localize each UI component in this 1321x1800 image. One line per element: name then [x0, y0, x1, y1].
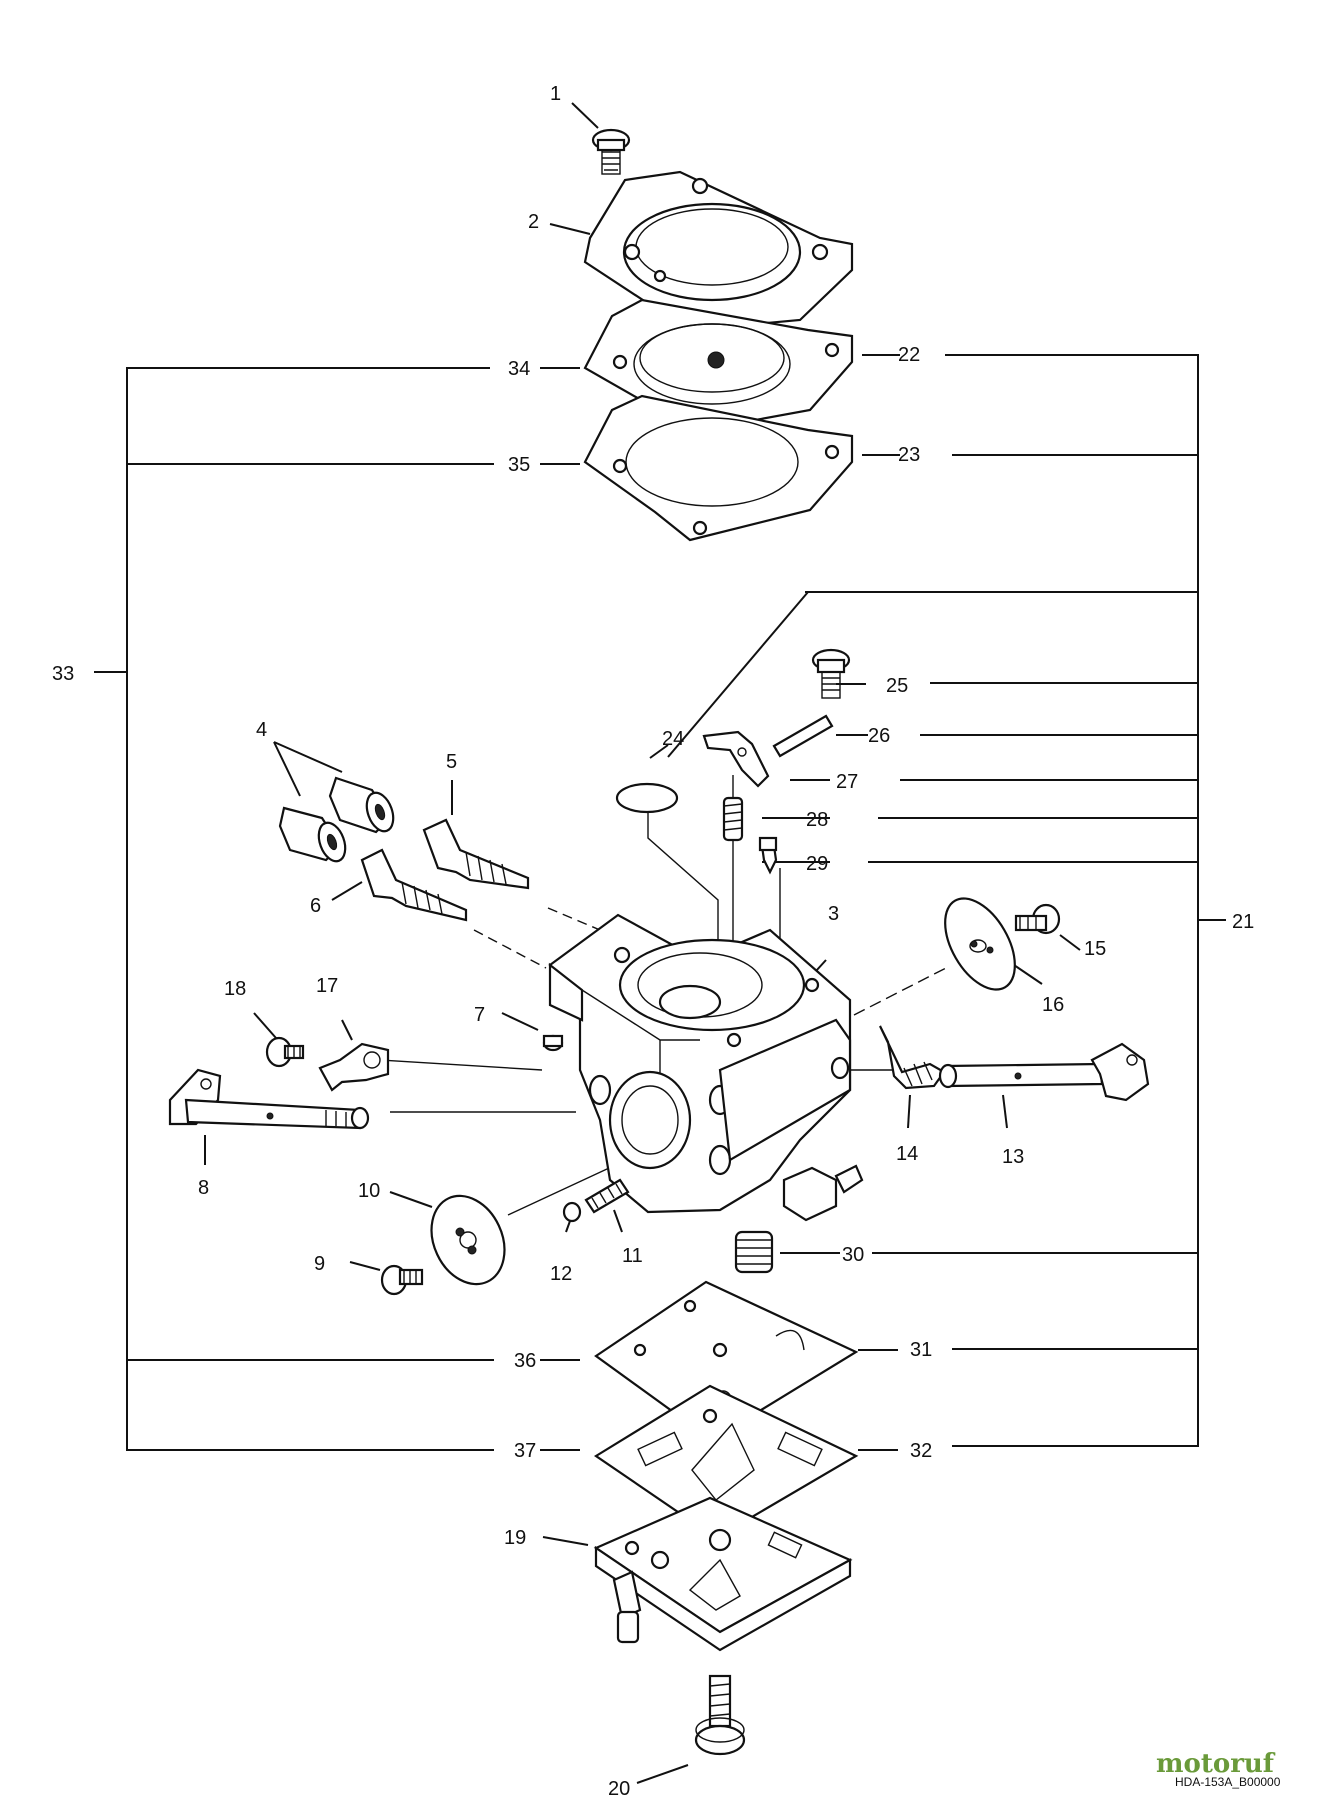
part-7-plug: [542, 1034, 564, 1052]
label-31: 31: [910, 1339, 932, 1361]
label-26: 26: [868, 725, 890, 747]
part-19-pump-body: [593, 1496, 853, 1652]
part-13-shaft: [938, 1042, 1150, 1102]
label-29: 29: [806, 853, 828, 875]
part-29-needle: [758, 836, 778, 875]
part-27-lever: [702, 730, 770, 788]
part-4-bushings: [278, 776, 395, 863]
label-6: 6: [310, 895, 321, 917]
part-5-needle: [422, 818, 530, 890]
part-26-pin: [772, 714, 834, 758]
label-11: 11: [622, 1245, 643, 1267]
label-15: 15: [1084, 938, 1106, 960]
label-10: 10: [358, 1180, 380, 1202]
part-24-disc: [615, 782, 679, 814]
label-1: 1: [550, 83, 561, 105]
part-2-cover: [583, 170, 854, 332]
part-14-spring: [879, 1025, 946, 1090]
label-12: 12: [550, 1263, 572, 1285]
part-8-shaft: [168, 1068, 370, 1130]
label-9: 9: [314, 1253, 325, 1275]
part-23-gasket: [583, 394, 854, 542]
label-30: 30: [842, 1244, 864, 1266]
label-8: 8: [198, 1177, 209, 1199]
part-15-screw: [1014, 903, 1061, 935]
label-25: 25: [886, 675, 908, 697]
part-3-carburetor-body: [548, 913, 864, 1222]
label-23: 23: [898, 444, 920, 466]
watermark-logo: motoruf: [1156, 1749, 1276, 1779]
label-19: 19: [504, 1527, 526, 1549]
label-5: 5: [446, 751, 457, 773]
part-12-ring: [562, 1201, 582, 1223]
label-35: 35: [508, 454, 530, 476]
part-16-disc: [944, 897, 1016, 991]
callout-labels: 1 2 34 22 35 23 33 25 24 26 27 28 29 3 2…: [52, 83, 1254, 1800]
label-7: 7: [474, 1004, 485, 1026]
reference-code: HDA-153A_B00000: [1175, 1775, 1281, 1789]
label-13: 13: [1002, 1146, 1024, 1168]
label-18: 18: [224, 978, 246, 1000]
label-17: 17: [316, 975, 338, 997]
label-28: 28: [806, 809, 828, 831]
label-37: 37: [514, 1440, 536, 1462]
label-20: 20: [608, 1778, 630, 1800]
label-22: 22: [898, 344, 920, 366]
part-17-lever: [318, 1042, 390, 1092]
part-32-gasket: [593, 1384, 859, 1540]
part-6-needle: [360, 848, 468, 922]
part-9-screw: [380, 1264, 424, 1296]
label-32: 32: [910, 1440, 932, 1462]
label-21: 21: [1232, 911, 1254, 933]
bracket-21: [667, 354, 1226, 1447]
label-36: 36: [514, 1350, 536, 1372]
label-2: 2: [528, 211, 539, 233]
label-3: 3: [828, 903, 839, 925]
part-20-screw: [694, 1674, 746, 1756]
part-1-screw: [591, 128, 631, 175]
part-10-disc: [430, 1194, 506, 1286]
bracket-33: [94, 367, 494, 1451]
label-33: 33: [52, 663, 74, 685]
label-14: 14: [896, 1143, 918, 1165]
part-25-screw: [811, 648, 851, 699]
part-18-screw: [265, 1036, 305, 1068]
part-28-spring: [722, 796, 744, 842]
label-27: 27: [836, 771, 858, 793]
label-24: 24: [662, 728, 684, 750]
part-30-filter: [734, 1230, 774, 1274]
label-4: 4: [256, 719, 267, 741]
label-34: 34: [508, 358, 530, 380]
label-16: 16: [1042, 994, 1064, 1016]
part-11-spring: [584, 1178, 630, 1214]
